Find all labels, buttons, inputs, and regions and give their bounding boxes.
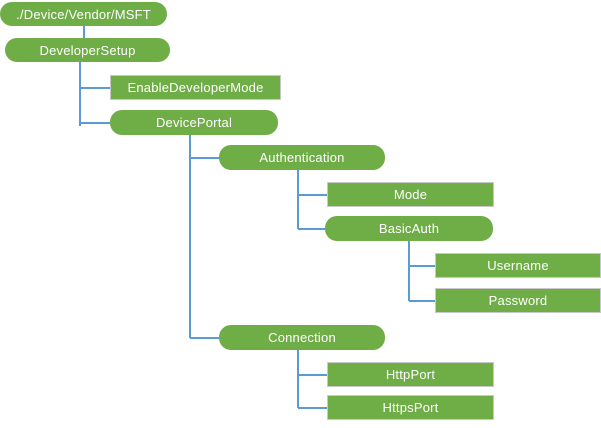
node-label: DevicePortal bbox=[155, 115, 233, 130]
node-password[interactable]: Password bbox=[435, 288, 601, 313]
node-username[interactable]: Username bbox=[435, 253, 601, 278]
node-label: Connection bbox=[268, 330, 336, 345]
node-label: Username bbox=[487, 258, 549, 273]
node-label: Mode bbox=[393, 187, 428, 202]
node-mode[interactable]: Mode bbox=[327, 182, 494, 207]
node-label: Password bbox=[488, 293, 548, 308]
node-label: ./Device/Vendor/MSFT bbox=[16, 6, 151, 22]
node-label: HttpsPort bbox=[382, 400, 439, 415]
node-enabledevelopermode[interactable]: EnableDeveloperMode bbox=[110, 75, 281, 100]
node-label: HttpPort bbox=[385, 367, 436, 382]
node-deviceportal[interactable]: DevicePortal bbox=[110, 110, 278, 135]
node-httpport[interactable]: HttpPort bbox=[327, 362, 494, 387]
node-basicauth[interactable]: BasicAuth bbox=[325, 216, 493, 241]
node-connection[interactable]: Connection bbox=[219, 325, 385, 350]
node-httpsport[interactable]: HttpsPort bbox=[327, 395, 494, 420]
node-label: DeveloperSetup bbox=[39, 42, 136, 58]
node-authentication[interactable]: Authentication bbox=[219, 145, 385, 170]
node-label: Authentication bbox=[259, 150, 345, 165]
node-root[interactable]: ./Device/Vendor/MSFT bbox=[0, 2, 167, 26]
node-label: BasicAuth bbox=[378, 221, 440, 236]
node-developersetup[interactable]: DeveloperSetup bbox=[5, 38, 170, 62]
node-label: EnableDeveloperMode bbox=[127, 80, 264, 95]
